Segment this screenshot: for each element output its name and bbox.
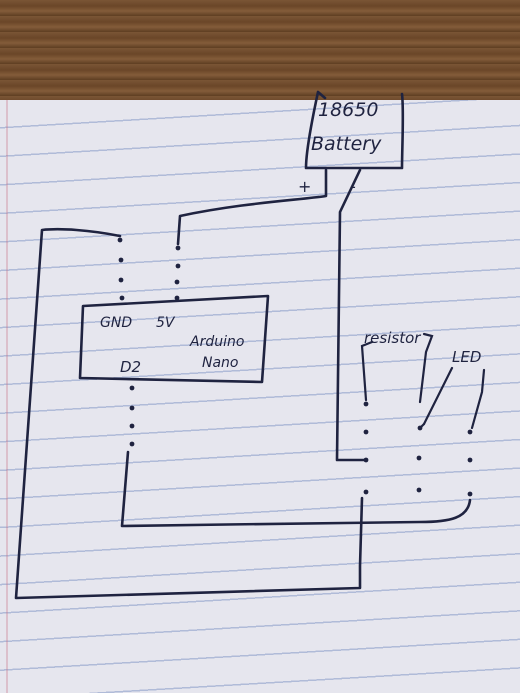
wire-battery-negative [335, 168, 368, 462]
resistor-component [360, 332, 434, 404]
led-label: LED [452, 348, 481, 366]
led-component [422, 366, 486, 430]
arduino-name-line1: Arduino [189, 334, 244, 350]
paper-margin-line [6, 100, 8, 693]
wire-gnd-loop [14, 227, 364, 600]
battery-plus-label: + [298, 177, 311, 196]
wire-resistor-led-link [418, 422, 426, 430]
arduino-nano-box [78, 294, 270, 384]
arduino-gnd-label: GND [100, 315, 132, 331]
arduino-d2-label: D2 [120, 358, 141, 376]
wooden-table-background [0, 0, 520, 110]
5v-header-dots [174, 245, 181, 301]
gnd-header-dots [117, 237, 125, 301]
d2-header-dots [129, 385, 135, 447]
battery-label-line1: 18650 [318, 99, 378, 121]
wire-battery-positive [176, 168, 328, 246]
notebook-paper [0, 100, 520, 693]
battery-label-line2: Battery [311, 133, 382, 155]
battery-box [304, 90, 405, 170]
breadboard-dots [363, 401, 473, 497]
arduino-name-line2: Nano [202, 355, 239, 371]
arduino-5v-label: 5V [156, 315, 176, 331]
wire-d2-to-led [120, 450, 472, 528]
resistor-label: resistor [364, 329, 421, 347]
